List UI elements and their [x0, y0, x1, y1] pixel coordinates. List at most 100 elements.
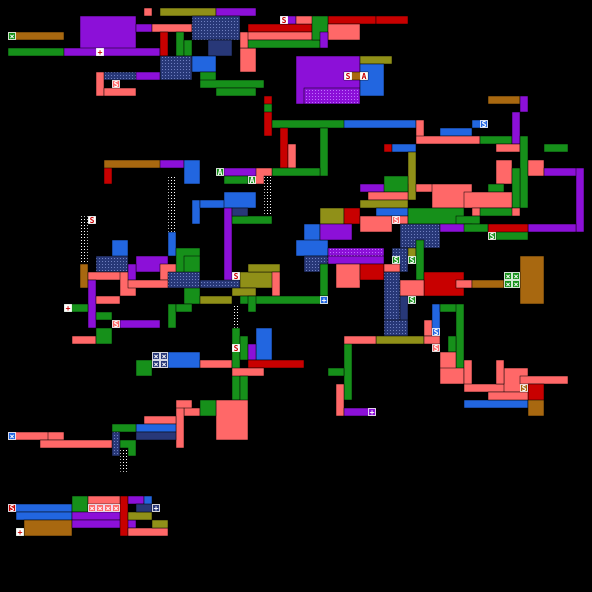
marker-glyph: S	[346, 72, 351, 81]
map-room	[175, 407, 185, 449]
map-room	[335, 263, 361, 289]
map-room	[135, 503, 153, 513]
map-room	[343, 335, 377, 345]
map-room	[407, 207, 465, 225]
map-room	[87, 495, 121, 505]
map-room	[327, 255, 385, 265]
save-marker-icon: S	[112, 80, 120, 89]
map-room	[135, 23, 153, 33]
map-room	[383, 143, 393, 153]
marker-glyph: S	[394, 216, 399, 225]
map-room	[223, 167, 257, 177]
map-room	[215, 7, 257, 17]
marker-glyph: S	[114, 80, 119, 89]
marker-glyph: S	[490, 232, 495, 241]
map-room	[95, 311, 113, 321]
save-marker-icon: S	[344, 72, 352, 81]
map-room	[71, 495, 89, 513]
boss-marker-icon: ×	[104, 504, 112, 513]
map-room	[271, 271, 281, 297]
map-room	[463, 191, 513, 209]
save-marker-icon: S	[8, 504, 16, 513]
boss-marker-icon: ×	[8, 32, 16, 41]
map-room	[527, 159, 545, 177]
map-room	[295, 239, 329, 257]
map-room	[487, 95, 521, 105]
map-room	[263, 95, 273, 137]
map-room	[183, 39, 193, 57]
item-marker-icon: +	[16, 528, 24, 537]
marker-glyph: S	[394, 256, 399, 265]
transit-marker-icon: A	[248, 176, 256, 185]
map-room	[319, 223, 353, 241]
map-room	[135, 359, 153, 377]
marker-glyph: S	[114, 320, 119, 329]
boss-marker-icon: ×	[160, 352, 168, 361]
boss-marker-icon: ×	[152, 352, 160, 361]
map-room	[159, 7, 217, 17]
map-room	[487, 183, 505, 193]
marker-glyph: A	[218, 168, 223, 177]
save-marker-icon: S	[408, 256, 416, 265]
map-room	[159, 55, 193, 81]
map-room	[391, 143, 417, 153]
map-room	[439, 367, 465, 385]
save-marker-icon: S	[480, 120, 488, 129]
map-room	[511, 167, 521, 209]
save-marker-icon: S	[408, 296, 416, 305]
map-room	[327, 367, 345, 377]
marker-glyph: A	[362, 72, 367, 81]
map-room	[527, 223, 577, 233]
map-room	[231, 303, 241, 329]
map-room	[279, 127, 289, 169]
map-room	[239, 335, 249, 361]
map-room	[95, 295, 121, 305]
map-room	[263, 175, 273, 217]
save-marker-icon: S	[432, 344, 440, 353]
map-room	[183, 159, 201, 185]
map-room	[271, 167, 321, 177]
map-room	[319, 263, 329, 297]
item-marker-icon: +	[64, 304, 72, 313]
map-room	[319, 127, 329, 177]
map-room	[367, 191, 409, 201]
save-marker-icon: S	[392, 256, 400, 265]
map-room	[119, 319, 161, 329]
map-room	[231, 207, 249, 217]
map-room	[111, 423, 137, 433]
boss-marker-icon: ×	[88, 504, 96, 513]
map-room	[519, 255, 545, 305]
marker-glyph: ×	[514, 272, 519, 281]
save-marker-icon: S	[488, 232, 496, 241]
map-room	[239, 295, 329, 305]
marker-glyph: +	[322, 296, 327, 305]
map-room	[383, 319, 409, 337]
map-room	[271, 119, 353, 129]
map-room	[511, 111, 521, 145]
map-room	[375, 335, 425, 345]
save-marker-icon: S	[520, 384, 528, 393]
map-room	[63, 303, 89, 313]
map-room	[343, 71, 369, 81]
map-room	[191, 199, 201, 225]
map-room	[175, 303, 193, 313]
save-marker-icon: S	[280, 16, 288, 25]
map-room	[215, 87, 257, 97]
map-room	[495, 359, 505, 385]
map-room	[143, 415, 177, 425]
map-room	[247, 39, 321, 49]
boss-marker-icon: ×	[112, 504, 120, 513]
marker-glyph: ×	[514, 280, 519, 289]
map-room	[383, 175, 409, 193]
map-room	[7, 47, 65, 57]
boss-marker-icon: ×	[504, 280, 512, 289]
map-room	[159, 31, 169, 57]
map-room	[167, 303, 177, 329]
map-room	[7, 431, 49, 441]
map-room	[199, 359, 233, 369]
marker-glyph: ×	[162, 360, 167, 369]
map-room	[119, 447, 129, 473]
save-marker-icon: S	[88, 216, 96, 225]
map-room	[415, 135, 481, 145]
map-room	[167, 351, 201, 369]
